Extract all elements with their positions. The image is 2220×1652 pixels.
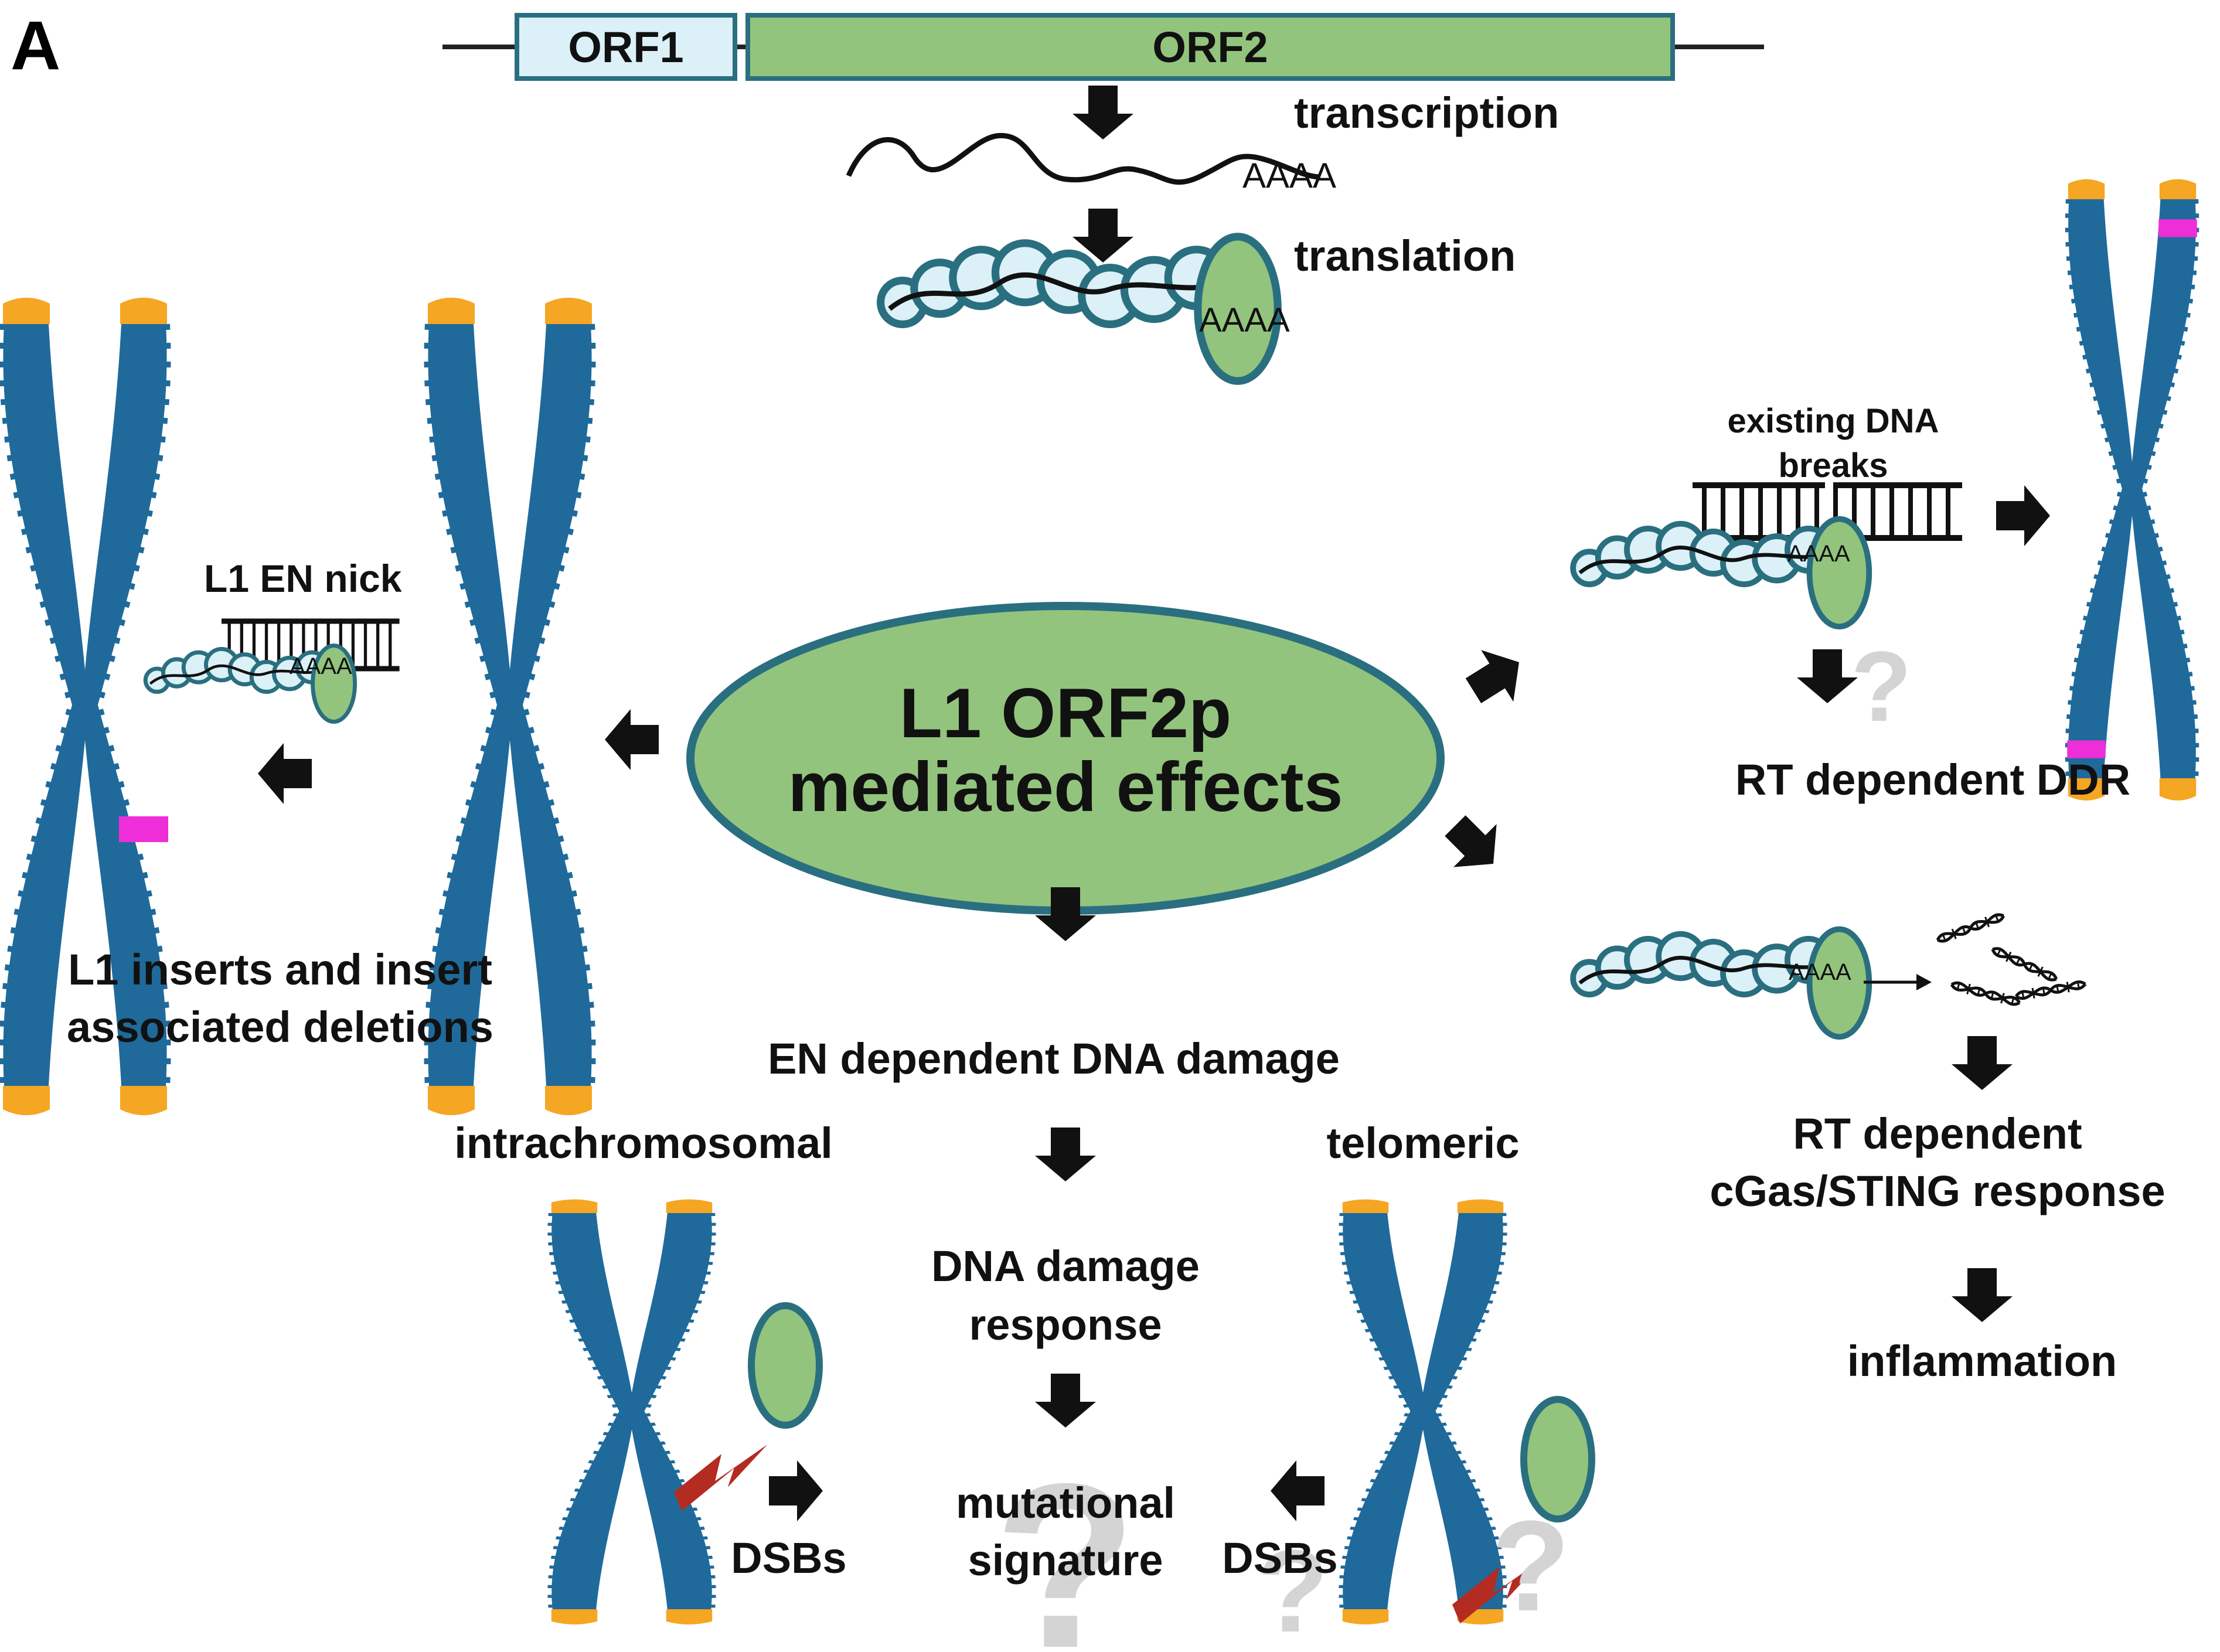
orf2-label: ORF2 [1152,23,1268,71]
orf1-box [515,13,737,81]
chromosome-telomeric [1343,1200,1503,1624]
arrow-center-to-left [605,709,659,770]
orf2p-telomeric [1520,1396,1595,1522]
center-oval: L1 ORF2p mediated effects [686,602,1445,915]
mutational-line1: mutational [956,1479,1175,1527]
rnp-a-polya: AAAA [1199,301,1290,339]
rt-ddr-caption: RT dependent DDR [1735,755,2130,804]
translation-label: translation [1294,231,1516,280]
chromosome-right-telomeric [2067,179,2197,801]
arrow-to-ddr-response [1035,1128,1096,1181]
en-damage-label: EN dependent DNA damage [768,1034,1340,1083]
telomeric-qmark: ? [1492,1494,1570,1638]
arrow-to-dsbs-left [769,1460,823,1521]
intrachromosomal-label: intrachromosomal [454,1119,833,1167]
ddr-qmark: ? [1851,631,1912,742]
dsbs-qmark: ? [1257,1526,1329,1652]
arrow-rnp-to-ddr [1797,649,1858,703]
left-caption-line2: associated deletions [67,1003,493,1051]
existing-breaks-dna [1693,478,1962,538]
breaks-label-line1: existing DNA [1728,402,1939,440]
dsbs-left-label: DSBs [731,1534,846,1582]
arrow-center-to-cgas [1434,804,1515,885]
rnp-ddr [1573,519,1869,627]
mutational-line2: signature [968,1536,1163,1585]
cgas-caption-line2: cGas/STING response [1710,1167,2165,1215]
ddr-response-line1: DNA damage [931,1242,1200,1290]
orf2p-intrachromosomal [748,1302,823,1429]
cytosolic-dna-fragments [1936,911,2086,1008]
ddr-response-line2: response [969,1300,1162,1349]
chromosome-left-inserted [3,298,168,1115]
inflammation-label: inflammation [1847,1337,2117,1385]
arrow-to-inflammation [1952,1268,2013,1322]
nick-label: L1 EN nick [204,557,402,600]
orf2-box [745,13,1675,81]
rnp-left-polya: AAAA [290,653,352,679]
orf1-label: ORF1 [568,23,683,71]
center-title-line2: mediated effects [788,748,1343,826]
rnp-ddr-polya: AAAA [1787,541,1850,567]
bolt-intrachromosomal [674,1445,768,1511]
l1-gene-diagram: ORF1 ORF2 [442,13,1764,81]
arrow-center-to-ddr [1457,636,1535,717]
telomeric-label: telomeric [1326,1119,1519,1167]
chromosome-intrachromosomal [551,1200,712,1624]
arrow-intact-to-inserted [258,743,312,804]
dsbs-right-label: DSBs [1222,1534,1337,1582]
mrna-strand: AAAA [846,132,1336,195]
mrna-polya: AAAA [1242,156,1336,195]
center-title-line1: L1 ORF2p [900,674,1232,752]
arrow-breaks-to-chromosome [1996,485,2050,546]
left-caption-line1: L1 inserts and insert [68,945,492,994]
l1-insert-mark [119,816,168,842]
transcription-label: transcription [1294,88,1559,137]
cgas-caption-line1: RT dependent [1793,1109,2082,1158]
arrow-transcription [1072,86,1133,139]
arrow-to-dsbs-right [1271,1460,1324,1521]
mutational-qmark: ? [994,1435,1137,1652]
panel-a-label: A [11,7,60,84]
arrow-to-mutational-signature [1035,1374,1096,1428]
arrow-to-cgas [1952,1036,2013,1090]
rnp-cgas-polya: AAAA [1789,959,1851,985]
